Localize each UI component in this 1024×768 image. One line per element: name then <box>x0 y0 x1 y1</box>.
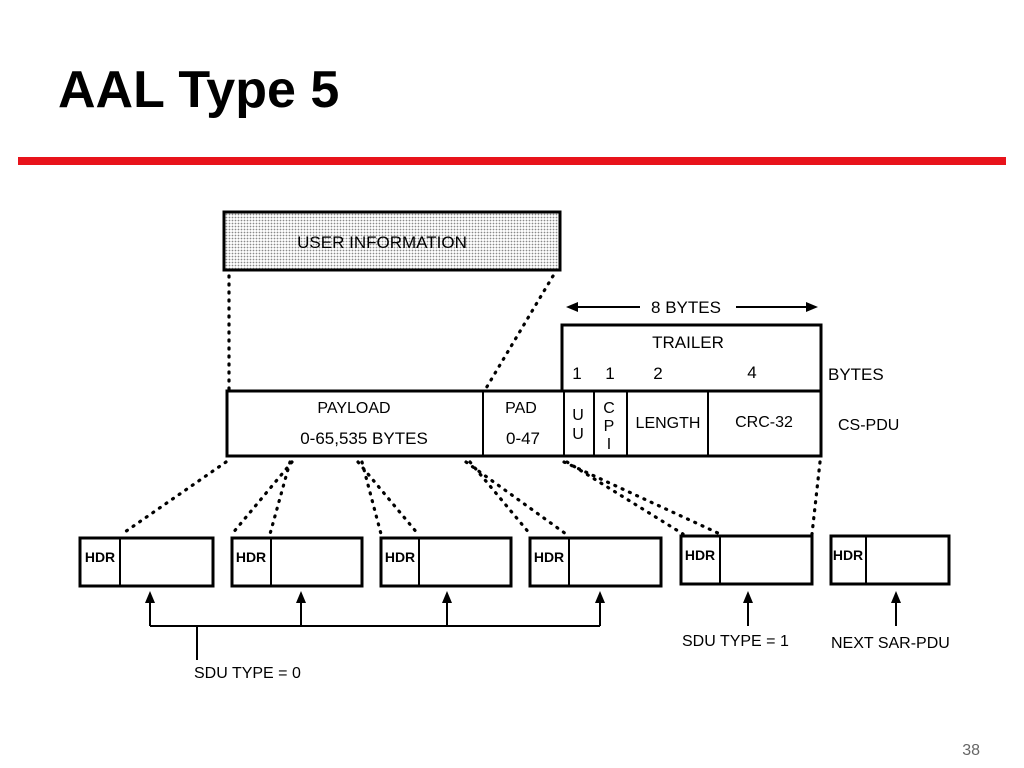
payload-label: PAYLOAD <box>317 400 390 417</box>
sar-pdu <box>78 536 215 588</box>
hdr-label: HDR <box>85 549 115 565</box>
crc-label: CRC-32 <box>735 414 793 431</box>
pointer-arrowhead <box>442 591 452 603</box>
hdr-label: HDR <box>685 547 715 563</box>
field-size-uu: 1 <box>572 364 581 383</box>
hdr-label: HDR <box>833 547 863 563</box>
hdr-label: HDR <box>534 549 564 565</box>
hdr-label: HDR <box>385 549 415 565</box>
split-line <box>810 460 822 536</box>
slide-number: 38 <box>962 742 980 759</box>
pointer-arrowhead <box>145 591 155 603</box>
field-size-cpi: 1 <box>605 364 614 383</box>
field-size-crc: 4 <box>747 363 756 382</box>
sdu-type-0-label: SDU TYPE = 0 <box>194 665 301 682</box>
user-information-box <box>222 210 562 272</box>
cs-pdu-box <box>225 389 823 458</box>
pointer-arrowhead <box>296 591 306 603</box>
split-line <box>230 460 294 536</box>
split-line <box>268 460 292 536</box>
split-line <box>356 460 420 536</box>
pointer-arrowhead <box>743 591 753 603</box>
split-line <box>565 460 685 536</box>
split-line <box>120 460 228 536</box>
pointer-arrowhead <box>595 591 605 603</box>
arrowhead-right <box>806 302 818 312</box>
pad-label: PAD <box>505 400 537 417</box>
split-line <box>360 460 383 536</box>
field-size-length: 2 <box>653 364 662 383</box>
bytes-label: BYTES <box>828 365 884 384</box>
slide-title: AAL Type 5 <box>58 61 340 119</box>
trailer-header-box <box>560 323 823 393</box>
split-line <box>468 460 532 536</box>
uu-letter-1: U <box>572 407 584 424</box>
payload-size: 0-65,535 BYTES <box>300 429 428 448</box>
pointer-arrowhead <box>891 591 901 603</box>
pad-size: 0-47 <box>506 429 540 448</box>
title-underline <box>18 157 1006 165</box>
sar-pdu <box>379 536 513 588</box>
uu-letter-2: U <box>572 426 584 443</box>
split-line <box>464 460 568 536</box>
sar-pdu <box>679 534 814 586</box>
sar-pdu <box>528 536 663 588</box>
length-label: LENGTH <box>636 415 701 432</box>
arrowhead-left <box>566 302 578 312</box>
expansion-line-right <box>483 274 555 392</box>
sdu-type-1-label: SDU TYPE = 1 <box>682 633 789 650</box>
next-sar-pdu-label: NEXT SAR-PDU <box>831 635 950 652</box>
sar-pdu <box>829 534 951 586</box>
cpi-letter-1: C <box>603 400 615 417</box>
cs-pdu-label: CS-PDU <box>838 417 899 434</box>
hdr-label: HDR <box>236 549 266 565</box>
user-information-label: USER INFORMATION <box>297 233 467 252</box>
cpi-letter-2: P <box>604 418 615 435</box>
sar-pdu <box>230 536 364 588</box>
trailer-size-label: 8 BYTES <box>651 298 721 317</box>
cpi-letter-3: I <box>607 436 611 453</box>
trailer-label: TRAILER <box>652 333 724 352</box>
split-line <box>562 460 722 536</box>
